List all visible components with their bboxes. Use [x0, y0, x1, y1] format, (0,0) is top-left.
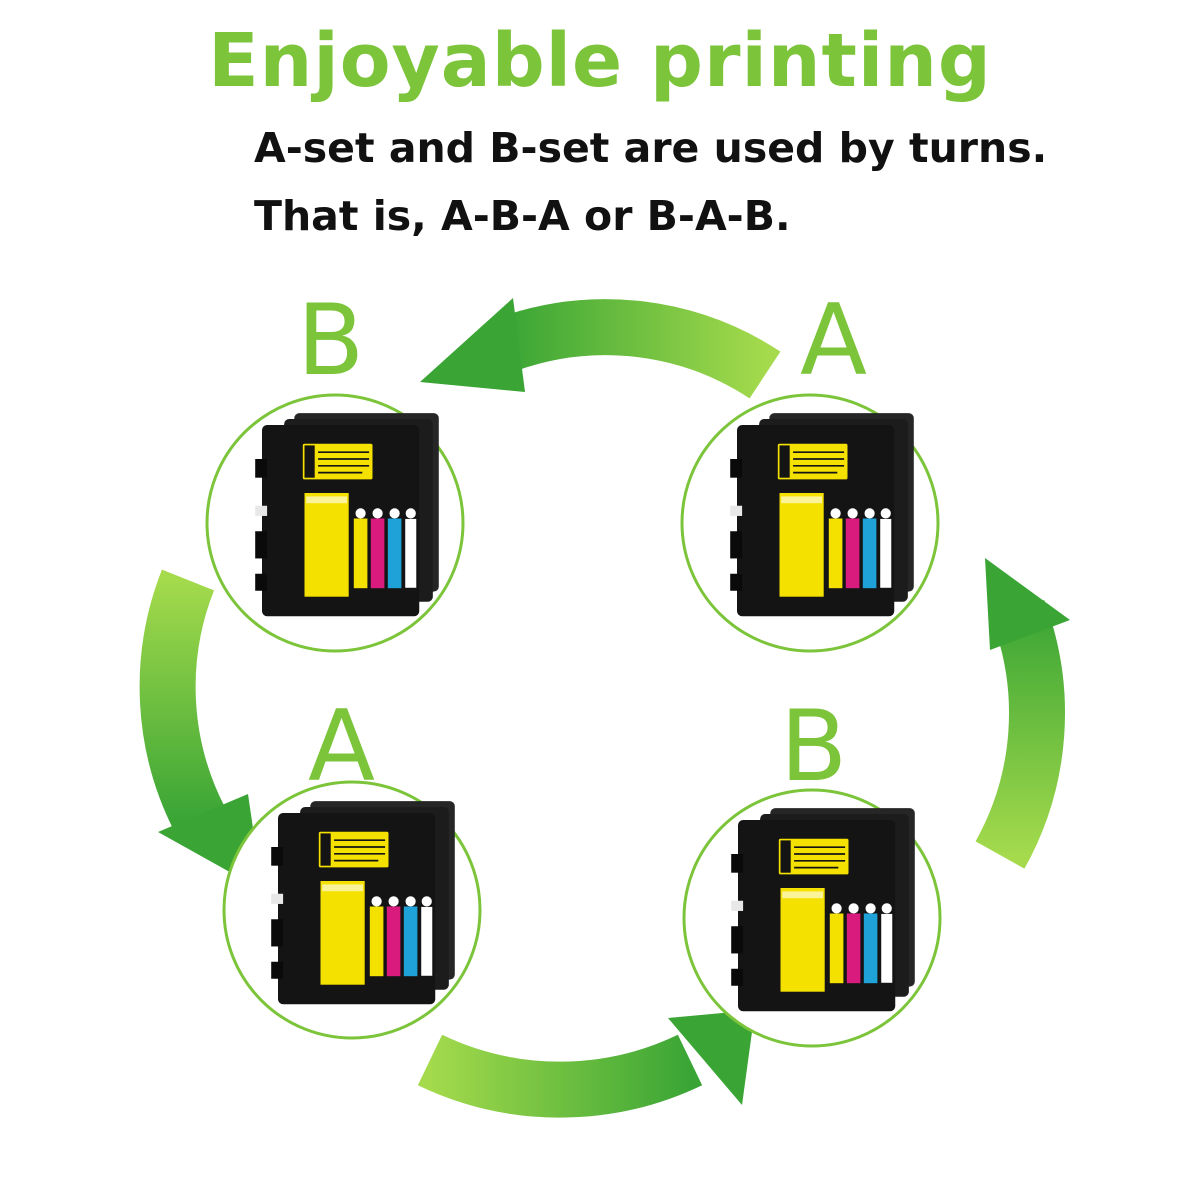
page-title: Enjoyable printing — [208, 18, 992, 104]
subtitle-line-2: That is, A-B-A or B-A-B. — [254, 192, 791, 240]
set-label-bottom-left: A — [308, 690, 376, 804]
subtitle-line-1: A-set and B-set are used by turns. — [254, 124, 1048, 172]
cartridge-set-bottom-left — [270, 800, 456, 1006]
cartridge-set-top-left — [254, 412, 440, 618]
set-label-top-right: A — [800, 284, 868, 398]
cartridge-set-bottom-right — [730, 807, 916, 1013]
circle-top-right — [680, 393, 940, 653]
circle-bottom-right — [682, 788, 942, 1048]
circle-top-left — [205, 393, 465, 653]
arrow-right — [975, 558, 1070, 869]
set-label-bottom-right: B — [780, 690, 848, 804]
arrow-top — [420, 298, 781, 399]
circle-bottom-left — [222, 780, 482, 1040]
arrow-bottom — [417, 1010, 755, 1118]
cartridge-set-top-right — [729, 412, 915, 618]
set-label-top-left: B — [297, 284, 365, 398]
